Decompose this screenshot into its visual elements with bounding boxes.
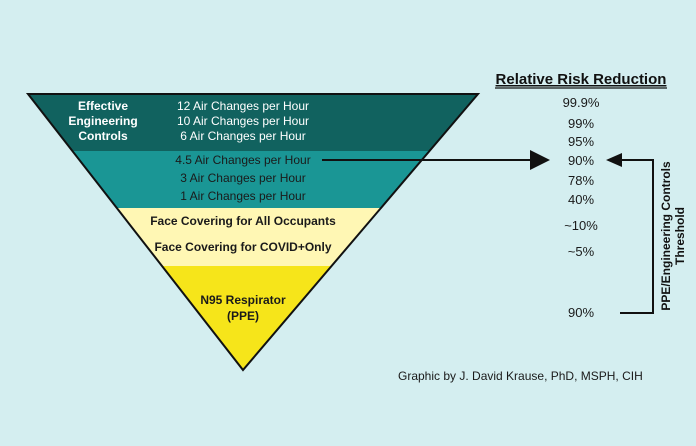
- effective-label-line-3: Controls: [78, 129, 128, 143]
- tier1-item-1: 12 Air Changes per Hour: [177, 99, 309, 113]
- pyramid-outline: [25, 93, 481, 372]
- threshold-label-line-2: Threshold: [673, 207, 687, 265]
- band-effective-controls: [28, 94, 478, 151]
- threshold-arrowhead: [606, 153, 622, 167]
- tier2-item-3: 1 Air Changes per Hour: [180, 189, 305, 203]
- risk-reduction-heading: Relative Risk Reduction: [496, 71, 667, 88]
- threshold-bracket: [620, 159, 654, 314]
- effective-label-line-2: Engineering: [68, 114, 137, 128]
- pct-1-ach: 40%: [568, 192, 594, 207]
- pct-n95: 90%: [568, 305, 594, 320]
- pct-face-covid: ~5%: [568, 244, 595, 259]
- credit-line: Graphic by J. David Krause, PhD, MSPH, C…: [398, 369, 643, 383]
- effective-label-line-1: Effective: [78, 99, 128, 113]
- pct-12-ach: 99.9%: [563, 95, 600, 110]
- tier1-item-3: 6 Air Changes per Hour: [180, 129, 305, 143]
- tier3-item-1: Face Covering for All Occupants: [150, 214, 336, 228]
- pct-face-all: ~10%: [564, 218, 598, 233]
- tier1-item-2: 10 Air Changes per Hour: [177, 114, 309, 128]
- tier2-item-2: 3 Air Changes per Hour: [180, 171, 305, 185]
- pct-3-ach: 78%: [568, 173, 594, 188]
- pct-10-ach: 99%: [568, 116, 594, 131]
- threshold-label: PPE/Engineering Controls Threshold: [659, 161, 687, 311]
- threshold-label-line-1: PPE/Engineering Controls: [659, 161, 673, 311]
- tier4-item-2: (PPE): [227, 309, 259, 323]
- pct-6-ach: 95%: [568, 134, 594, 149]
- tier3-item-2: Face Covering for COVID+Only: [154, 240, 331, 254]
- band-ppe: [28, 266, 478, 370]
- tier2-item-1: 4.5 Air Changes per Hour: [175, 153, 310, 167]
- tier4-item-1: N95 Respirator: [200, 293, 286, 307]
- pct-4-5-ach: 90%: [568, 153, 594, 168]
